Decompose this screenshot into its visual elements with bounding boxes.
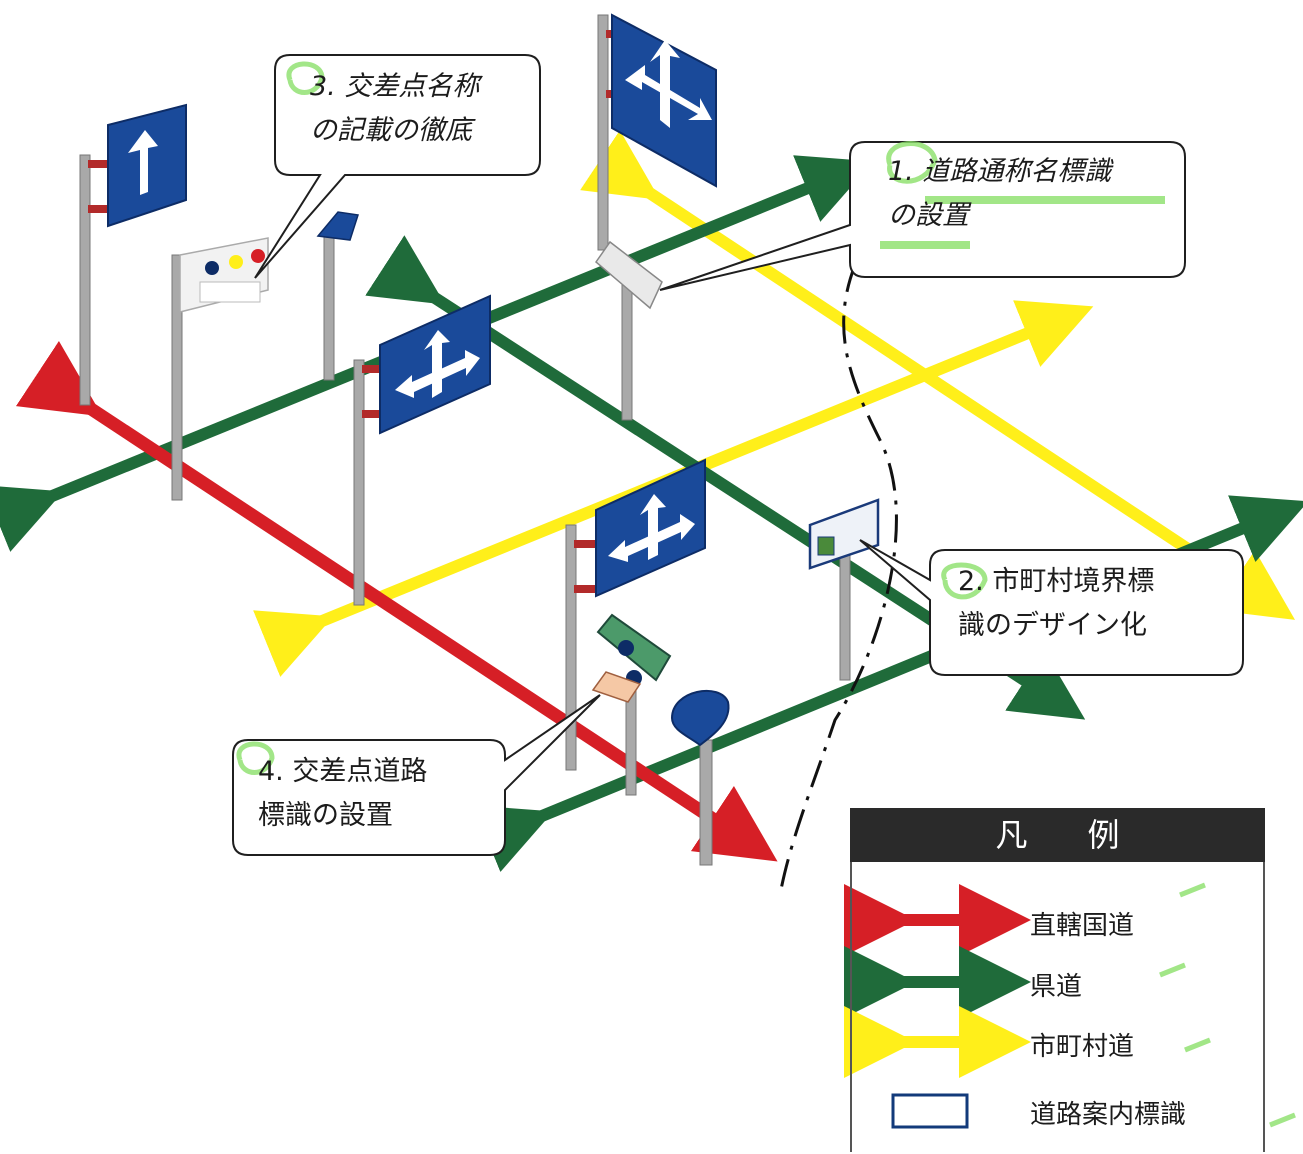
name-plate (199, 281, 261, 303)
route-shield-icon (670, 689, 730, 747)
highlight-circle (886, 141, 938, 184)
pole (353, 359, 365, 606)
highlight-marks (236, 61, 1296, 1128)
callout-1-line1: 1. 道路通称名標識 (888, 156, 1112, 187)
callout-1-bubble (659, 141, 1186, 291)
pole (699, 739, 713, 866)
intersection-name-board (179, 237, 269, 313)
bracket (574, 585, 598, 593)
bracket (362, 365, 382, 373)
arrow-up-icon (128, 130, 158, 195)
street-name-sign (594, 240, 663, 310)
dot (205, 261, 219, 275)
legend-symbols (844, 884, 1031, 1129)
guide-sign-crossroad-bottom (595, 458, 706, 598)
callout-3-bubble (254, 54, 541, 279)
legend-guide-sign-icon (891, 1093, 969, 1129)
crossroad-arrow-icon (650, 40, 680, 128)
pole (323, 234, 335, 381)
bracket (574, 540, 598, 548)
pole (839, 554, 851, 681)
legend-label-national-road: 直轄国道 (1030, 911, 1135, 941)
callout-4-line2: 標識の設置 (258, 800, 393, 831)
callout-2-text: 2. 市町村境界標 識のデザイン化 (958, 560, 1154, 648)
dot (618, 640, 634, 656)
highlight-tick (1184, 1037, 1211, 1053)
callout-3-line1: 3. 交差点名称 (310, 71, 480, 102)
municipal-boundary-line (778, 264, 898, 896)
small-sign-icon (316, 211, 359, 241)
pole (621, 284, 633, 421)
intersection-road-sign (591, 613, 672, 703)
emblem-icon (817, 536, 835, 556)
crossroad-arrow-icon (640, 494, 666, 560)
callout-3-line2: の記載の徹底 (310, 115, 472, 146)
dot (251, 249, 265, 263)
guide-sign-crossroad-top (611, 13, 717, 188)
pole (597, 14, 609, 251)
callout-2-bubble (859, 539, 1244, 676)
legend-label-guide-sign: 道路案内標識 (1030, 1100, 1187, 1130)
callout-4-bubble (232, 694, 601, 856)
guide-sign-straight (107, 103, 187, 228)
legend-label-municipal-road: 市町村道 (1030, 1032, 1135, 1062)
callout-3-text: 3. 交差点名称 の記載の徹底 (310, 65, 479, 153)
highlight-tick (1179, 882, 1206, 898)
callout-1-text: 1. 道路通称名標識 の設置 (888, 150, 1111, 238)
boundary-sign (808, 498, 880, 570)
callout-4-text: 4. 交差点道路 標識の設置 (258, 750, 427, 838)
dot (229, 255, 243, 269)
bracket (362, 410, 382, 418)
highlight-tick (1159, 962, 1186, 978)
legend-title: 凡例 (850, 808, 1265, 862)
crossroad-arrow-icon (424, 330, 450, 398)
pole (79, 154, 91, 406)
highlight-circle (236, 741, 275, 775)
highlight-tick (1269, 1112, 1296, 1128)
bracket (88, 205, 110, 213)
pole (171, 254, 183, 501)
legend-label-prefectural-road: 県道 (1030, 972, 1083, 1002)
highlight-circle (941, 562, 988, 600)
pole (565, 524, 577, 771)
callout-4-line1: 4. 交差点道路 (258, 756, 428, 787)
sign-poles (79, 14, 851, 866)
legend-box (850, 862, 1265, 1152)
guide-sign-crossroad-middle (379, 294, 491, 435)
bracket (88, 160, 110, 168)
callout-2-line1: 2. 市町村境界標 (958, 566, 1155, 597)
callout-2-line2: 識のデザイン化 (958, 610, 1147, 641)
highlight-circle (286, 61, 325, 95)
callout-1-line2: の設置 (888, 200, 969, 231)
